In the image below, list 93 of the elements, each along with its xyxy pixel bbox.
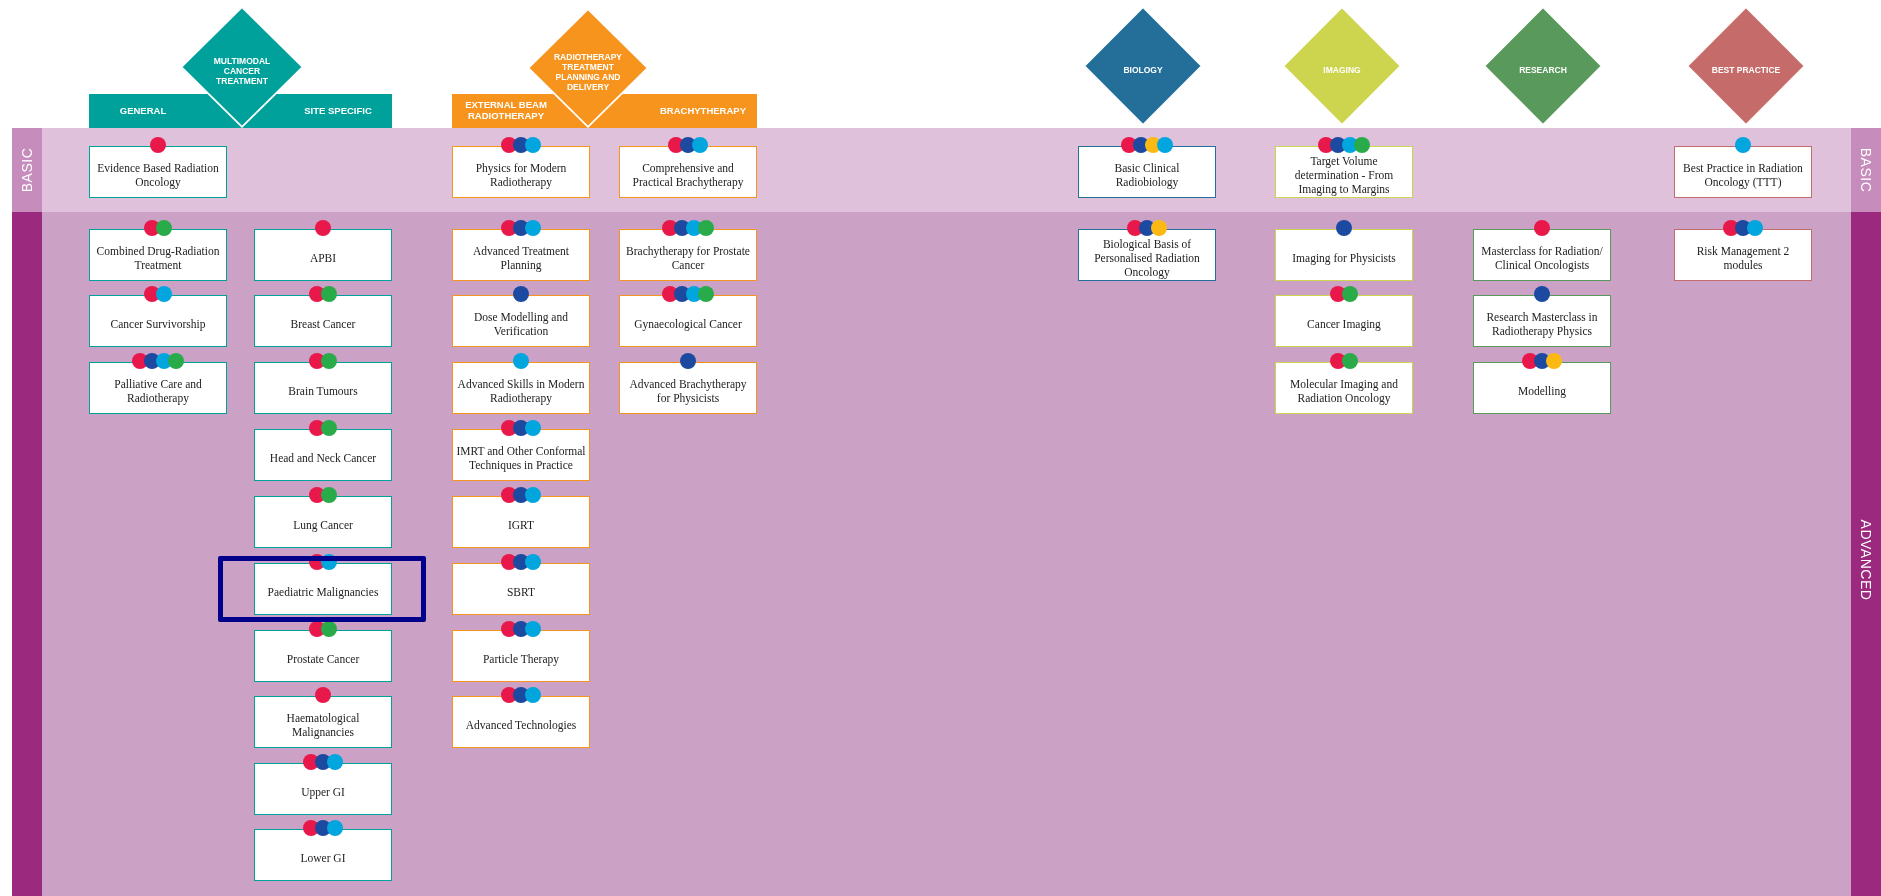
course-title: Palliative Care and Radiotherapy [113,377,203,405]
course-title: IMRT and Other Conformal Techniques in Practice [456,444,586,472]
course-box [452,295,590,347]
course-box [1078,146,1216,198]
course-title: Brachytherapy for Prostate Cancer [625,244,751,272]
course-box [1674,146,1812,198]
course-box [619,229,757,281]
course-box [89,362,227,414]
course-title: Head and Neck Cancer [269,451,377,465]
course-box [1473,295,1611,347]
category-diamond [1282,6,1402,126]
course-box [1275,229,1413,281]
course-title: Advanced Skills in Modern Radiotherapy [456,377,586,405]
course-title: Risk Management 2 modules [1695,244,1791,272]
course-title: Breast Cancer [290,317,356,331]
course-title: APBI [309,251,337,265]
course-box [1275,295,1413,347]
course-title: Best Practice in Radiation Oncology (TTT) [1682,161,1804,189]
category-title: RESEARCH [1519,64,1567,76]
course-box [254,563,392,615]
course-box [1473,362,1611,414]
course-title: Advanced Technologies [465,718,577,732]
course-box [452,146,590,198]
course-box [1473,229,1611,281]
course-title: Advanced Brachytherapy for Physicists [628,377,748,405]
course-title: Advanced Treatment Planning [471,244,571,272]
course-title: SBRT [506,585,536,599]
course-box [452,696,590,748]
course-box [619,295,757,347]
course-box [1078,229,1216,281]
subcategory-label: EXTERNAL BEAM RADIOTHERAPY [464,100,548,122]
course-box [1275,146,1413,198]
course-title: Basic Clinical Radiobiology [1113,161,1181,189]
category-diamond [1686,6,1806,126]
course-box [89,229,227,281]
category-title: RADIOTHERAPY TREATMENT PLANNING AND DELIVERY [553,51,623,93]
course-box [452,496,590,548]
course-title: Haematological Malignancies [285,711,361,739]
course-title: Prostate Cancer [286,652,360,666]
category-title: MULTIMODAL CANCER TREATMENT [212,55,272,87]
course-title: Target Volume determination - From Imaging to Margins [1293,154,1395,197]
course-title: Dose Modelling and Verification [473,310,569,338]
course-title: Physics for Modern Radiotherapy [474,161,568,189]
category-title: BEST PRACTICE [1711,64,1781,76]
category-title: IMAGING [1323,64,1361,76]
course-box [254,829,392,881]
course-title: Gynaecological Cancer [634,317,742,331]
course-title: Biological Basis of Personalised Radiation Oncology [1093,237,1201,280]
course-title: Imaging for Physicists [1292,251,1396,265]
course-title: Cancer Survivorship [110,317,206,331]
subcategory-label: GENERAL [118,105,168,117]
course-box [254,429,392,481]
course-title: Lower GI [300,851,346,865]
course-box [452,563,590,615]
course-title: Masterclass for Radiation/ Clinical Oncologists [1480,244,1604,272]
course-box [452,630,590,682]
course-box [1674,229,1812,281]
category-diamond [1483,6,1603,126]
course-title: Molecular Imaging and Radiation Oncology [1289,377,1399,405]
course-title: IGRT [507,518,535,532]
subcategory-label: SITE SPECIFIC [303,105,373,117]
course-title: Particle Therapy [482,652,560,666]
course-title: Brain Tumours [288,384,358,398]
course-title: Modelling [1518,384,1566,398]
course-box [1275,362,1413,414]
course-box [89,295,227,347]
course-box [254,763,392,815]
subcategory-label: BRACHYTHERAPY [658,105,747,117]
course-box [254,496,392,548]
category-diamond [1083,6,1203,126]
course-box [254,295,392,347]
course-box [254,630,392,682]
course-box [452,362,590,414]
course-box [452,429,590,481]
course-title: Cancer Imaging [1307,317,1381,331]
course-box [619,362,757,414]
course-box [452,229,590,281]
course-title: Comprehensive and Practical Brachytherapy [631,161,745,189]
course-title: Paediatric Malignancies [267,585,379,599]
course-title: Evidence Based Radiation Oncology [96,161,220,189]
course-box [254,362,392,414]
course-box [254,229,392,281]
course-box [89,146,227,198]
course-title: Upper GI [301,785,345,799]
course-box [254,696,392,748]
level-label: ADVANCED [1858,519,1874,601]
course-title: Combined Drug-Radiation Treatment [95,244,221,272]
course-title: Lung Cancer [293,518,353,532]
category-title: BIOLOGY [1123,64,1163,76]
course-title: Research Masterclass in Radiotherapy Physics [1485,310,1599,338]
level-label: BASIC [1858,147,1874,193]
level-label: BASIC [19,147,35,193]
course-box [619,146,757,198]
